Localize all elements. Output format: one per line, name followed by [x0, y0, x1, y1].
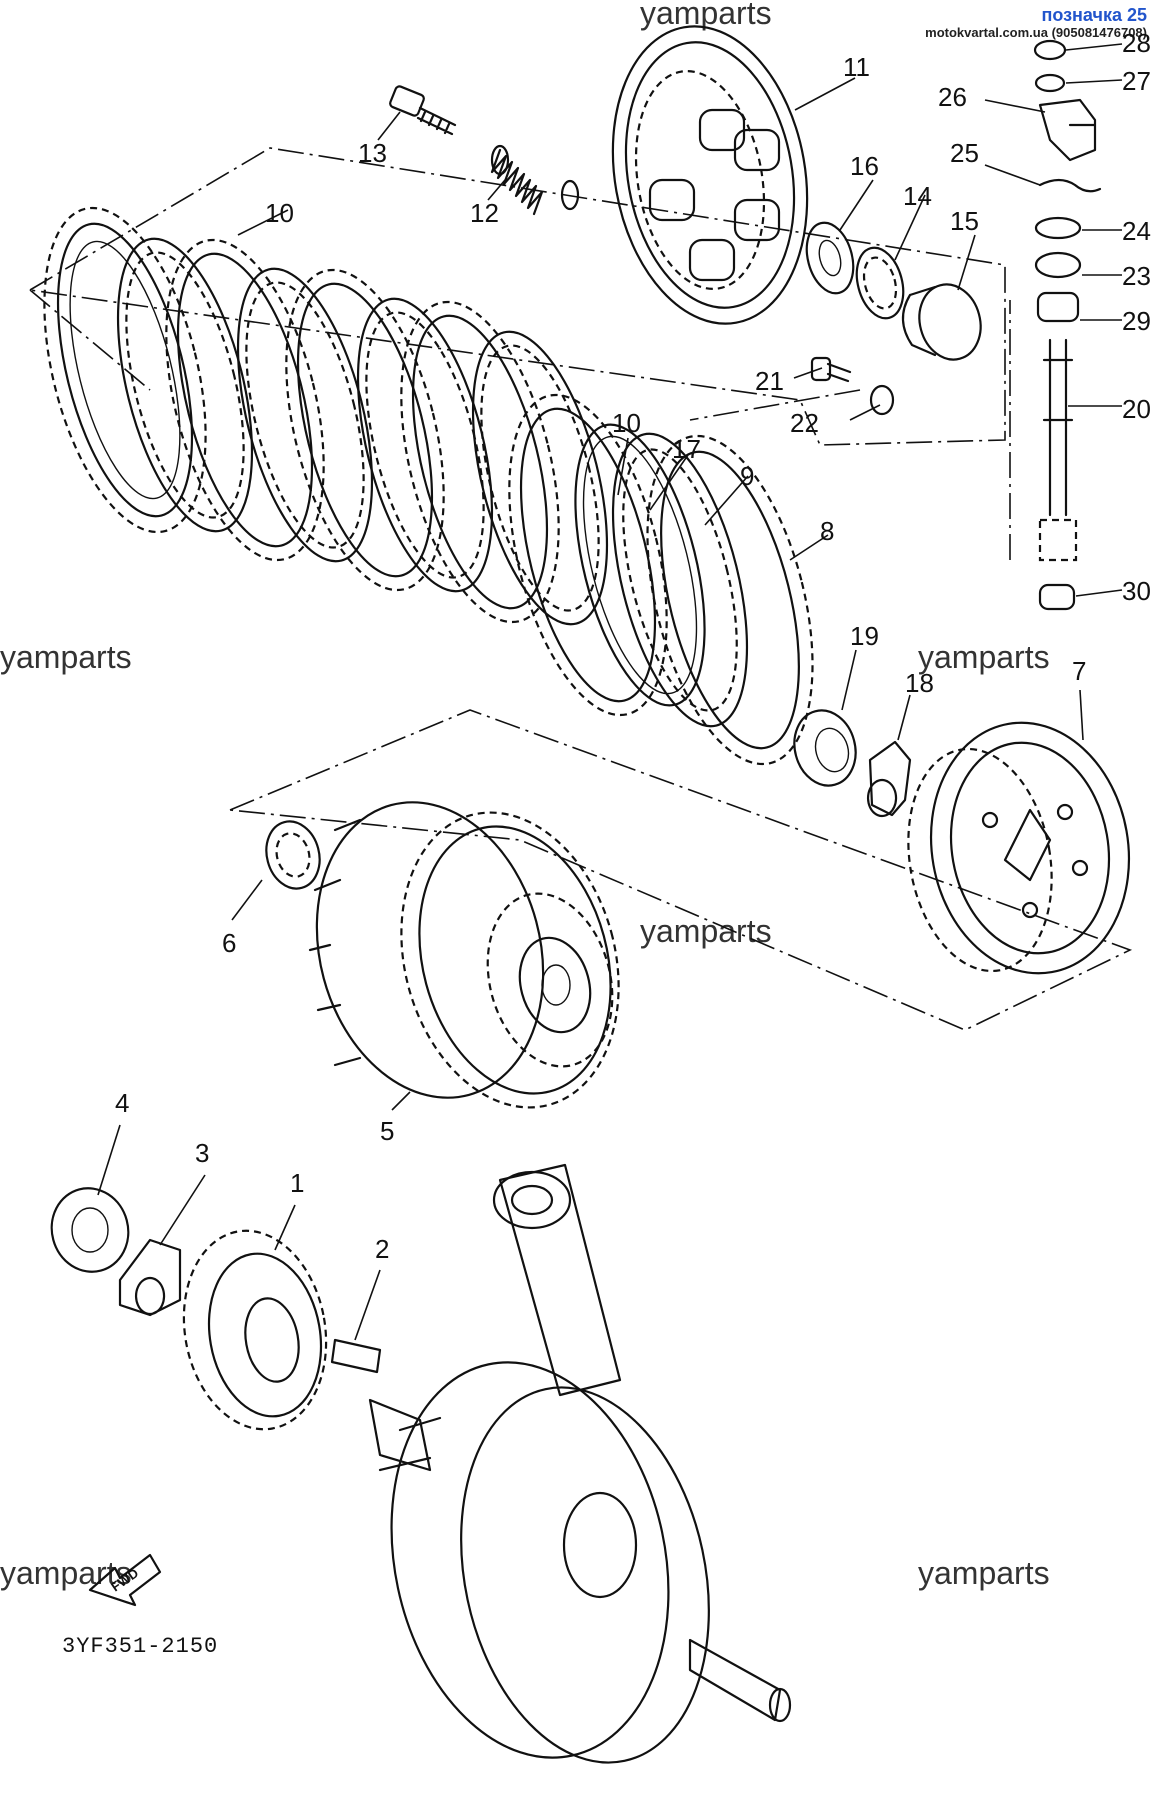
callout-25[interactable]: 25	[950, 138, 979, 168]
thrust-bearing	[855, 246, 905, 320]
friction-plate-10	[508, 393, 668, 717]
source-site: motokvartal.com.ua (905081476708)	[925, 24, 1147, 40]
plates-group-box	[27, 147, 1006, 446]
clutch-plate	[471, 330, 609, 626]
friction-plate	[165, 238, 325, 562]
callout-12[interactable]: 12	[470, 198, 499, 228]
spacer	[793, 709, 857, 787]
woodruff-key	[330, 1338, 382, 1374]
callout-28[interactable]: 28	[1122, 28, 1151, 58]
callout-27[interactable]: 27	[1122, 66, 1151, 96]
lock-washer	[866, 740, 912, 818]
friction-plate	[285, 268, 445, 592]
diagram-badge[interactable]: позначка 25	[1041, 5, 1147, 25]
clutch-plate	[236, 267, 374, 563]
hub-group-box	[229, 709, 1133, 1031]
friction-plate	[43, 206, 207, 534]
callout-22[interactable]: 22	[790, 408, 819, 438]
thrust-washer	[265, 820, 321, 890]
watermark-center: yamparts	[640, 913, 772, 949]
callout-16[interactable]: 16	[850, 151, 879, 181]
small-washer	[869, 384, 895, 416]
callout-11[interactable]: 11	[843, 52, 870, 82]
callout-6[interactable]: 6	[222, 928, 236, 958]
clutch-spring	[490, 144, 580, 216]
callout-13[interactable]: 13	[358, 138, 387, 168]
crankshaft	[368, 1163, 792, 1764]
callout-17[interactable]: 17	[672, 434, 701, 464]
small-bolt	[810, 356, 852, 383]
crank-nut	[50, 1187, 130, 1273]
washer	[805, 221, 855, 295]
watermark-top: yamparts	[640, 0, 772, 31]
callout-26[interactable]: 26	[938, 82, 967, 112]
callout-24[interactable]: 24	[1122, 216, 1151, 246]
callout-19[interactable]: 19	[850, 621, 879, 651]
callout-1[interactable]: 1	[290, 1168, 304, 1198]
friction-plate-8	[646, 434, 814, 766]
callout-14[interactable]: 14	[903, 181, 932, 211]
pressure-plate	[611, 25, 809, 325]
callout-4[interactable]: 4	[115, 1088, 129, 1118]
diagram-reference-code: 3YF351-2150	[62, 1634, 218, 1659]
callout-9[interactable]: 9	[740, 461, 754, 491]
callout-numbers: 11 13 12 10 16 14 15 21 22 20 29 23 24 2…	[115, 28, 1151, 1264]
callout-3[interactable]: 3	[195, 1138, 209, 1168]
callout-10-mid[interactable]: 10	[612, 408, 641, 438]
callout-8[interactable]: 8	[820, 516, 834, 546]
clutch-housing	[308, 801, 620, 1109]
push-lever-assembly	[1033, 39, 1102, 611]
clutch-plate-stack	[43, 206, 814, 766]
callout-23[interactable]: 23	[1122, 261, 1151, 291]
callout-2[interactable]: 2	[375, 1234, 389, 1264]
callout-20[interactable]: 20	[1122, 394, 1151, 424]
push-plate	[901, 283, 982, 361]
watermark-right: yamparts	[918, 639, 1050, 675]
callout-21[interactable]: 21	[755, 366, 784, 396]
friction-plate	[400, 300, 560, 624]
crank-lock-washer	[118, 1238, 182, 1317]
clutch-boss	[907, 721, 1131, 975]
leader-lines	[97, 43, 1123, 1341]
header: позначка 25 motokvartal.com.ua (90508147…	[925, 5, 1147, 40]
clutch-plate	[116, 237, 254, 533]
callout-18[interactable]: 18	[905, 668, 934, 698]
washer-hole	[818, 239, 842, 277]
callout-30[interactable]: 30	[1122, 576, 1151, 606]
callout-7[interactable]: 7	[1072, 656, 1086, 686]
watermark-left: yamparts	[0, 639, 132, 675]
callout-5[interactable]: 5	[380, 1116, 394, 1146]
callout-10-top[interactable]: 10	[265, 198, 294, 228]
callout-29[interactable]: 29	[1122, 306, 1151, 336]
watermark-bottom-right: yamparts	[918, 1555, 1050, 1591]
bolt	[389, 85, 457, 136]
callout-15[interactable]: 15	[950, 206, 979, 236]
primary-drive-gear	[182, 1229, 328, 1431]
